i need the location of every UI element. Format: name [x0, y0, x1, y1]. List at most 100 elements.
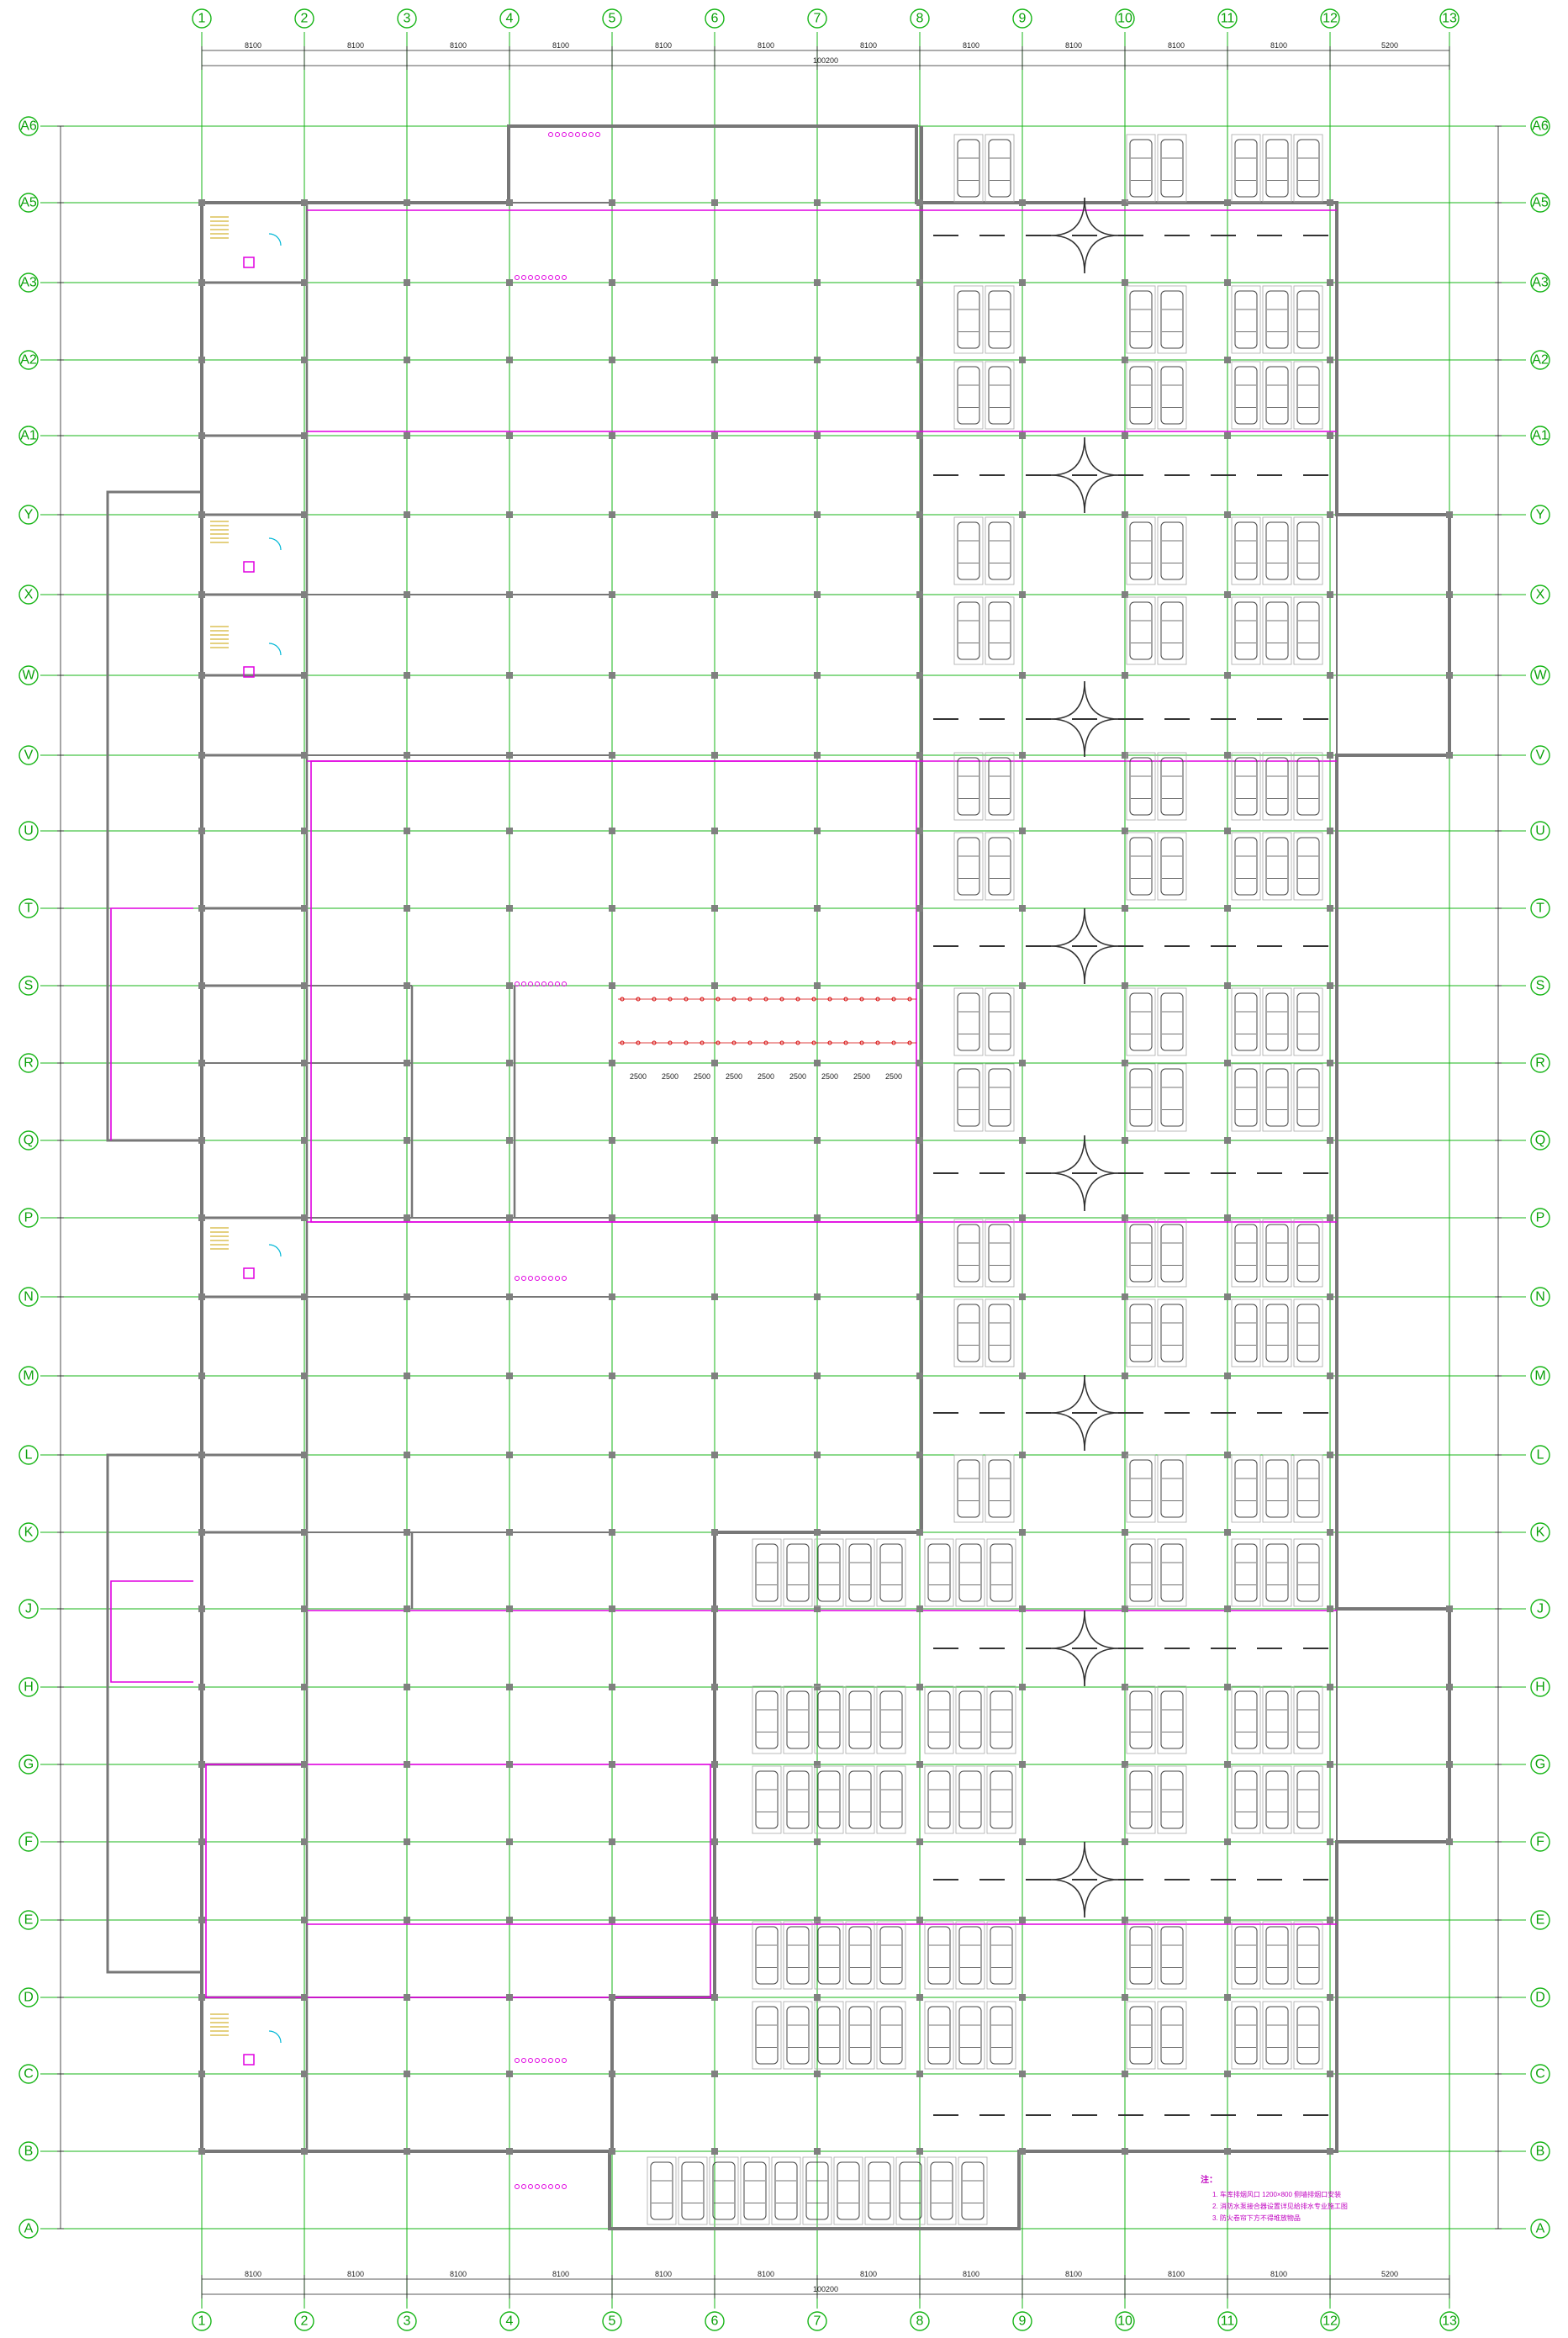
stall-outline: [783, 1685, 813, 1754]
top-dim-value: 8100: [552, 41, 569, 50]
column: [1122, 1214, 1128, 1221]
stall-outline: [924, 1765, 954, 1834]
column: [404, 672, 410, 679]
axis-bottom-6-label: 6: [711, 2314, 719, 2329]
column: [609, 279, 615, 286]
column: [814, 982, 821, 989]
stall-outline: [1126, 1921, 1156, 1990]
parking-stall: [985, 832, 1015, 901]
parking-stall: [985, 596, 1015, 665]
car-icon: [988, 366, 1011, 425]
stall-outline: [876, 1685, 906, 1754]
shaft: [243, 666, 255, 678]
axis-top-2-bubble: [294, 8, 314, 29]
column: [1446, 1761, 1453, 1768]
car-icon: [957, 601, 980, 660]
column: [1122, 752, 1128, 759]
bottom-dim-value: 8100: [655, 2270, 672, 2278]
stall-outline: [1293, 516, 1323, 585]
car-icon: [961, 2161, 985, 2220]
axis-right-A2-label: A2: [1532, 353, 1549, 368]
column: [916, 2148, 923, 2155]
column: [404, 1917, 410, 1923]
axis-left-A-label: A: [24, 2222, 34, 2236]
car-icon: [957, 1068, 980, 1127]
stall-outline: [1126, 1765, 1156, 1834]
top-dim-value: 8100: [347, 41, 364, 50]
car-icon: [1296, 139, 1320, 198]
column: [1327, 1060, 1333, 1066]
parking-stall: [1157, 752, 1187, 821]
axis-left-T-bubble: [18, 898, 39, 918]
parking-stall: [985, 1063, 1015, 1132]
column: [711, 511, 718, 518]
column: [1327, 1684, 1333, 1690]
parking-stall: [953, 516, 984, 585]
car-icon: [1265, 2006, 1289, 2065]
column: [609, 511, 615, 518]
stall-outline: [1231, 2001, 1261, 2070]
car-icon: [1234, 2006, 1258, 2065]
axis-top-3-label: 3: [404, 12, 411, 26]
stall-outline: [953, 596, 984, 665]
column: [1224, 199, 1231, 206]
stall-outline: [1293, 1538, 1323, 1607]
column: [1327, 752, 1333, 759]
turn-curve: [1084, 436, 1119, 476]
parking-stall: [985, 1219, 1015, 1288]
column: [711, 752, 718, 759]
column: [1224, 279, 1231, 286]
axis-bottom-5-label: 5: [609, 2314, 616, 2329]
column: [814, 905, 821, 912]
axis-right-V-label: V: [1536, 748, 1545, 763]
parking-stall: [876, 1765, 906, 1834]
car-icon: [1265, 290, 1289, 349]
axis-right-V-bubble: [1530, 745, 1550, 765]
car-icon: [1160, 366, 1184, 425]
column: [1224, 828, 1231, 834]
fire-zone-rect: [310, 760, 917, 1223]
column: [609, 1529, 615, 1536]
axis-bottom-3-bubble: [397, 2311, 417, 2331]
column: [301, 1214, 308, 1221]
car-icon: [927, 1690, 951, 1749]
turn-curve: [1084, 945, 1119, 985]
column: [506, 1214, 513, 1221]
top-dim-value: 8100: [963, 41, 979, 50]
bottom-dim-value: 8100: [347, 2270, 364, 2278]
column: [198, 1137, 205, 1144]
stall-outline: [955, 1765, 985, 1834]
axis-bottom-12-bubble: [1320, 2311, 1340, 2331]
stall-outline: [1157, 1299, 1187, 1367]
car-icon: [988, 757, 1011, 816]
parking-stall: [1293, 596, 1323, 665]
column: [916, 357, 923, 363]
stall-outline: [1293, 596, 1323, 665]
column: [506, 752, 513, 759]
parking-stall: [955, 1538, 985, 1607]
axis-left-D-bubble: [18, 1987, 39, 2007]
column: [814, 1917, 821, 1923]
stall-outline: [845, 1921, 875, 1990]
column: [916, 1761, 923, 1768]
column: [1019, 511, 1026, 518]
column: [404, 982, 410, 989]
column: [814, 1452, 821, 1458]
car-icon: [848, 1770, 872, 1829]
parking-stall: [740, 2156, 770, 2225]
air-vent: [541, 2184, 546, 2189]
car-icon: [1296, 757, 1320, 816]
stall-outline: [1293, 1765, 1323, 1834]
column: [1122, 1373, 1128, 1379]
column: [404, 511, 410, 518]
stall-outline: [1231, 1219, 1261, 1288]
parking-stall: [1231, 1299, 1261, 1367]
fire-boundary-annex: [110, 907, 193, 1140]
column: [198, 357, 205, 363]
car-icon: [879, 1543, 903, 1602]
parking-stall: [1126, 2001, 1156, 2070]
car-icon: [1129, 2006, 1153, 2065]
column: [1122, 2071, 1128, 2077]
column: [198, 828, 205, 834]
top-dim-value: 8100: [758, 41, 774, 50]
